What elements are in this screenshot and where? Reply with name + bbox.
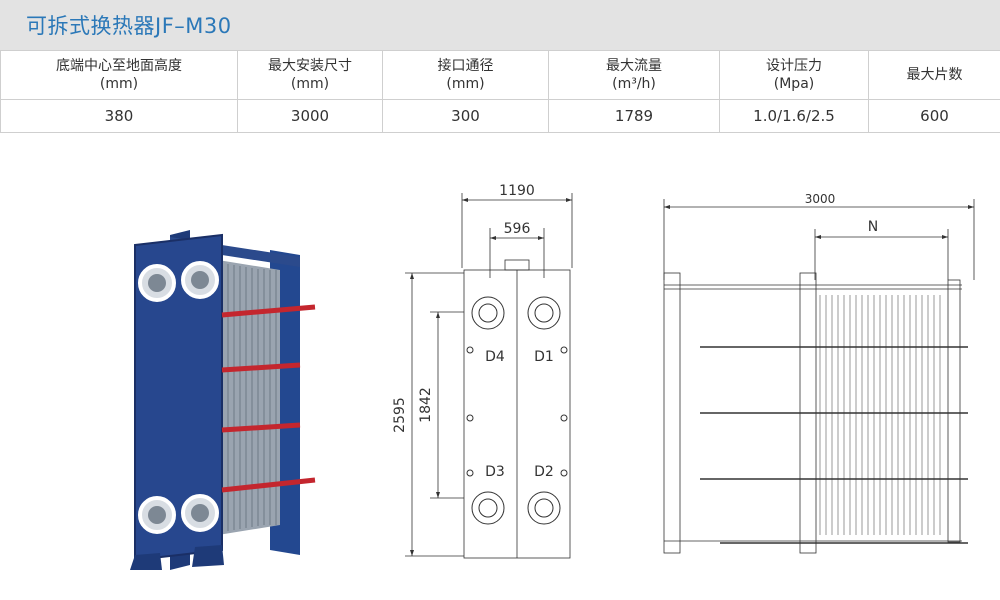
header-design-pressure: 设计压力(Mpa) xyxy=(719,50,869,100)
heat-exchanger-photo xyxy=(130,230,316,570)
front-foot xyxy=(130,553,162,570)
dim-height-total: 2595 xyxy=(392,397,408,433)
title-bar: 可拆式换热器JF–M30 xyxy=(0,0,1000,50)
dim-width-total: 1190 xyxy=(499,183,535,199)
value-max-plates: 600 xyxy=(868,99,1000,133)
rear-foot xyxy=(192,545,224,567)
value-height: 380 xyxy=(0,99,238,133)
spec-table: 底端中心至地面高度(mm) 最大安装尺寸(mm) 接口通径(mm) 最大流量(m… xyxy=(0,50,1000,133)
port-label-d3: D3 xyxy=(485,464,505,480)
dim-height-ports: 1842 xyxy=(418,387,434,423)
side-view-drawing: 3000 N xyxy=(663,192,975,554)
plate-pack xyxy=(218,260,280,535)
header-max-plates: 最大片数 xyxy=(868,50,1000,100)
dim-length-n: N xyxy=(868,219,878,235)
dim-width-ports: 596 xyxy=(504,221,531,237)
plate-lines xyxy=(819,295,941,535)
value-install-size: 3000 xyxy=(237,99,383,133)
value-max-flow: 1789 xyxy=(548,99,720,133)
header-port-diameter: 接口通径(mm) xyxy=(382,50,549,100)
port-label-d2: D2 xyxy=(534,464,554,480)
port-label-d4: D4 xyxy=(485,349,505,365)
spec-value-row: 380 3000 300 1789 1.0/1.6/2.5 600 xyxy=(0,99,1000,133)
dim-length-total: 3000 xyxy=(805,192,836,206)
side-tie-rods xyxy=(700,346,968,544)
spec-header-row: 底端中心至地面高度(mm) 最大安装尺寸(mm) 接口通径(mm) 最大流量(m… xyxy=(0,50,1000,100)
tie-rods xyxy=(221,304,316,493)
header-height: 底端中心至地面高度(mm) xyxy=(0,50,238,100)
port-circles xyxy=(466,296,568,525)
header-max-flow: 最大流量(m³/h) xyxy=(548,50,720,100)
value-design-pressure: 1.0/1.6/2.5 xyxy=(719,99,869,133)
port-icons xyxy=(138,261,219,534)
value-port-diameter: 300 xyxy=(382,99,549,133)
page-title: 可拆式换热器JF–M30 xyxy=(26,14,232,38)
front-view-drawing: 1190 596 2595 1842 D4 D1 D3 D2 xyxy=(392,183,573,559)
header-install-size: 最大安装尺寸(mm) xyxy=(237,50,383,100)
port-label-d1: D1 xyxy=(534,349,554,365)
